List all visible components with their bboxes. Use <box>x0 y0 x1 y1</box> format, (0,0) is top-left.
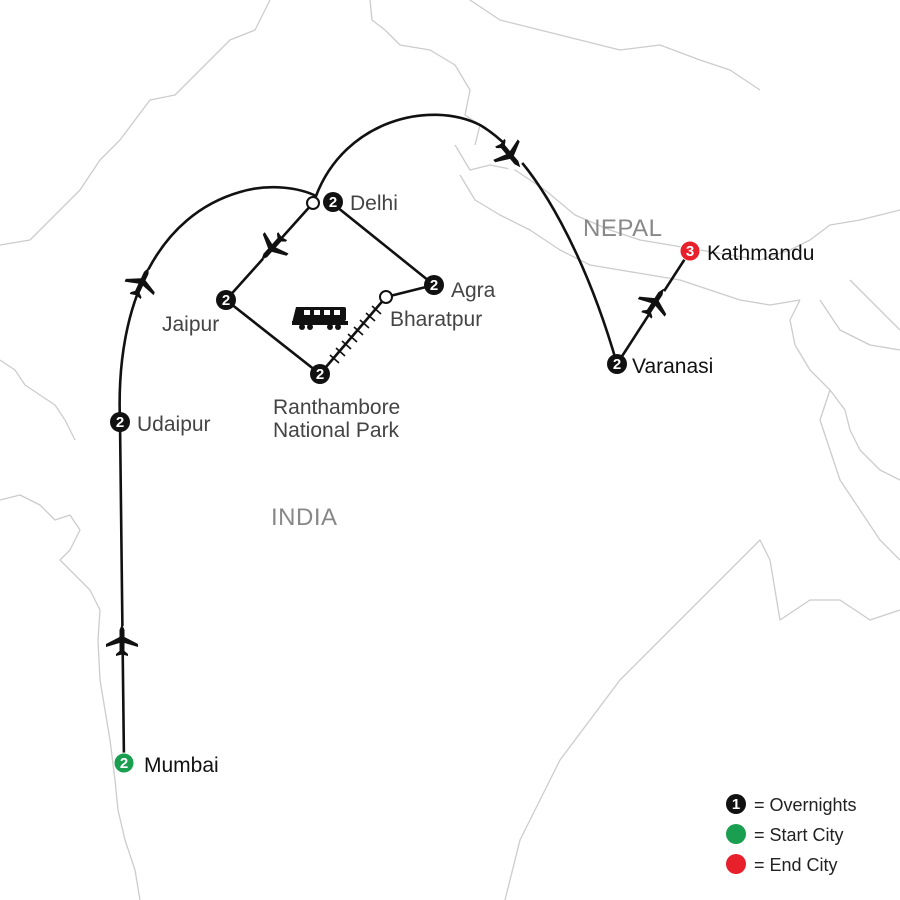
route-jaipur-ranthambore <box>224 298 322 376</box>
overnights-count: 2 <box>613 356 621 373</box>
legend-item-overnights: 1 = Overnights <box>726 794 857 815</box>
city-marker-ranthambore[interactable]: 2 <box>310 364 330 384</box>
border-nepal-north <box>454 144 811 261</box>
city-label-agra: Agra <box>451 279 496 302</box>
border-myanmar <box>819 389 900 561</box>
border-tibet-east <box>819 299 900 351</box>
city-label-kathmandu: Kathmandu <box>707 242 814 265</box>
overnights-count: 3 <box>686 243 694 260</box>
train-icon <box>292 307 348 330</box>
legend-label-start: = Start City <box>754 825 844 845</box>
route-agra-delhi <box>330 201 436 287</box>
legend-label-overnights: = Overnights <box>754 795 857 815</box>
city-markers: 2 2 2 2 2 2 <box>110 192 701 774</box>
airplane-icon <box>124 265 157 300</box>
airplane-icon <box>106 624 138 656</box>
city-marker-varanasi[interactable]: 2 <box>607 354 627 374</box>
route-udaipur-delhi <box>118 185 318 424</box>
border-east-india <box>809 209 900 241</box>
airplane-icon <box>637 284 672 320</box>
route-ranthambore-bharatpur <box>318 295 388 376</box>
city-label-ranthambore-line1: Ranthambore <box>273 396 400 419</box>
airplane-icon <box>493 137 527 173</box>
airplane-icons <box>106 137 672 656</box>
overnights-count: 2 <box>120 755 128 772</box>
city-marker-jaipur[interactable]: 2 <box>216 290 236 310</box>
city-label-jaipur: Jaipur <box>162 313 219 336</box>
border-bangladesh <box>789 299 900 481</box>
legend-label-end: = End City <box>754 855 838 875</box>
city-label-ranthambore-line2: National Park <box>273 419 400 442</box>
border-india-west <box>0 0 271 246</box>
city-marker-udaipur[interactable]: 2 <box>110 412 130 432</box>
overnights-count: 2 <box>316 366 324 383</box>
overnights-count: 2 <box>430 277 438 294</box>
legend: 1 = Overnights = Start City = End City <box>726 794 857 875</box>
border-china-north <box>469 0 761 91</box>
city-marker-delhi[interactable]: 2 <box>306 192 343 212</box>
city-label-varanasi: Varanasi <box>632 355 713 378</box>
overnights-count: 2 <box>116 414 124 431</box>
border-nepal-south <box>459 174 801 306</box>
legend-badge-overnights: 1 <box>732 796 740 813</box>
city-marker-agra[interactable]: 2 <box>424 275 444 295</box>
border-east-coast <box>504 559 741 900</box>
train-track-ties <box>329 305 382 364</box>
city-marker-mumbai[interactable]: 2 <box>113 752 135 774</box>
city-label-mumbai: Mumbai <box>144 754 219 777</box>
city-marker-bharatpur[interactable] <box>379 290 393 304</box>
overnights-count: 2 <box>222 292 230 309</box>
border-kashmir <box>369 0 481 146</box>
border-bay-coast <box>739 539 900 621</box>
city-label-bharatpur: Bharatpur <box>390 308 482 331</box>
border-gujarat-coast <box>0 494 141 900</box>
route <box>118 113 692 764</box>
city-label-udaipur: Udaipur <box>137 413 211 436</box>
route-mumbai-udaipur <box>118 420 126 764</box>
country-label-nepal: NEPAL <box>583 215 662 242</box>
route-delhi-varanasi <box>314 113 619 366</box>
overnights-count: 2 <box>329 194 337 211</box>
city-label-delhi: Delhi <box>350 192 398 215</box>
country-label-india: INDIA <box>271 504 338 531</box>
legend-item-start: = Start City <box>726 824 844 845</box>
city-marker-kathmandu[interactable]: 3 <box>679 240 701 262</box>
border-northeast <box>849 279 900 331</box>
legend-item-end: = End City <box>726 854 838 875</box>
airplane-icon <box>255 230 289 266</box>
city-labels: Mumbai Udaipur Jaipur Delhi Agra Bharatp… <box>137 192 814 777</box>
border-pakistan-south <box>0 359 76 441</box>
